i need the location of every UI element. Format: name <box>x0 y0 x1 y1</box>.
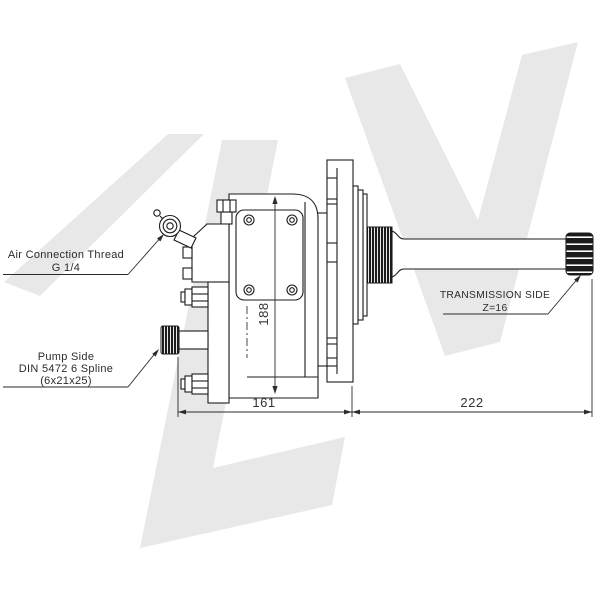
fitting-nipple <box>153 209 161 217</box>
watermark-letter-v <box>345 42 578 356</box>
stud-nut-top <box>180 286 209 308</box>
disc <box>357 189 364 321</box>
pump-spline-shaft <box>160 325 209 355</box>
cover-screw <box>243 214 298 296</box>
watermark-logo <box>4 42 578 548</box>
fitting-stem <box>173 229 197 249</box>
arrowhead <box>574 275 581 283</box>
dim-222-text: 222 <box>460 395 483 410</box>
label-air-connection: Air Connection Thread G 1/4 <box>3 234 164 275</box>
cover-plate <box>235 209 304 301</box>
dim-188-text: 188 <box>256 302 271 325</box>
transmission-label-line1: TRANSMISSION SIDE <box>440 290 550 301</box>
flange-plate <box>326 159 354 383</box>
label-transmission-side: TRANSMISSION SIDE Z=16 <box>440 275 581 315</box>
mounting-flange <box>326 159 354 383</box>
air-label-line2: G 1/4 <box>52 262 80 274</box>
air-fitting <box>153 209 197 249</box>
dim-161-text: 161 <box>252 395 275 410</box>
dimension-161: 161 <box>177 357 353 417</box>
pump-label-line1: Pump Side <box>38 351 95 363</box>
watermark-letter-l <box>140 140 345 548</box>
leader-line <box>127 235 163 275</box>
dimension-222: 222 <box>352 279 593 417</box>
air-label-line1: Air Connection Thread <box>8 249 124 261</box>
valve-block <box>182 223 230 283</box>
pump-label-line3: (6x21x25) <box>40 375 92 387</box>
cover-plate-body <box>235 209 304 301</box>
disc <box>352 185 359 325</box>
arrowhead <box>157 234 164 242</box>
arrowhead <box>152 349 159 357</box>
transmission-label-line2: Z=16 <box>483 303 508 314</box>
port <box>182 267 193 280</box>
pump-label-line2: DIN 5472 6 Spline <box>19 363 113 375</box>
label-pump-side: Pump Side DIN 5472 6 Spline (6x21x25) <box>3 349 159 388</box>
disc <box>362 193 368 317</box>
shaft-spline-tip <box>565 232 594 276</box>
disc-pack <box>352 185 368 325</box>
breather-plug <box>216 199 237 225</box>
port <box>182 246 193 259</box>
leader-line <box>127 350 158 388</box>
stud-nut-bottom <box>180 373 209 395</box>
pump-mounting-plate <box>207 281 230 404</box>
watermark-stroke <box>4 134 204 296</box>
leader-line <box>547 276 580 315</box>
spline-hub <box>365 226 393 284</box>
dimension-188: 188 <box>256 196 278 394</box>
